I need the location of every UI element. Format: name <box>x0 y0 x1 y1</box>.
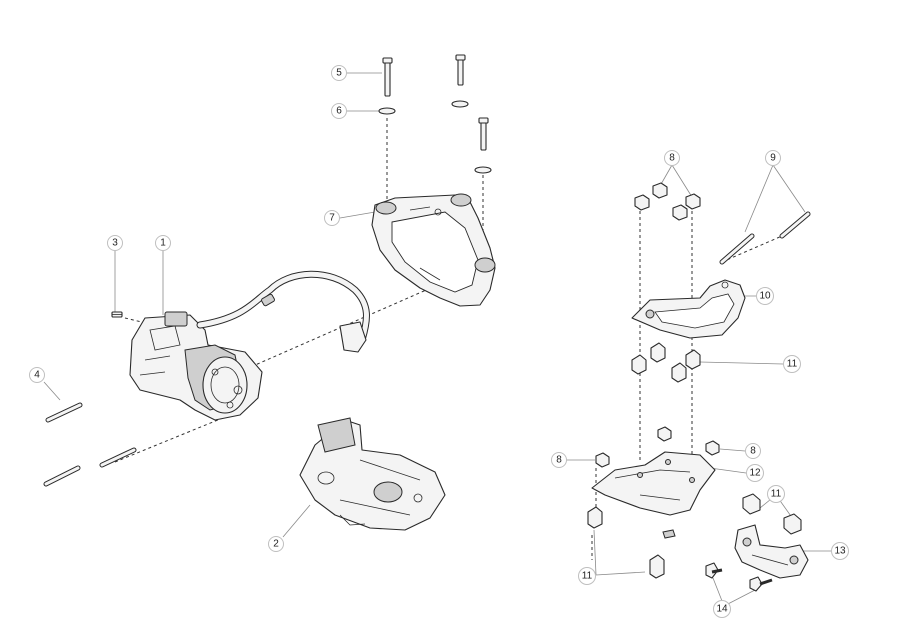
bolts-part-5 <box>382 54 489 151</box>
pins-part-9 <box>719 211 811 265</box>
callout-12: 12 <box>746 464 764 482</box>
callout-10: 10 <box>756 287 774 305</box>
nuts-part-8 <box>595 182 720 468</box>
bracket-part-10 <box>631 279 746 339</box>
callout-8-top: 8 <box>664 150 680 166</box>
callout-6: 6 <box>331 103 347 119</box>
callout-label: 9 <box>770 153 776 164</box>
callout-label: 10 <box>759 291 771 302</box>
screw-part-3 <box>111 311 123 318</box>
callout-8-left: 8 <box>551 452 567 468</box>
bracket-part-13 <box>734 524 809 579</box>
callout-2: 2 <box>268 536 284 552</box>
bolts-part-14 <box>705 562 773 592</box>
callout-label: 8 <box>750 446 756 457</box>
callout-9: 9 <box>765 150 781 166</box>
callout-7: 7 <box>324 210 340 226</box>
callout-label: 6 <box>336 106 342 117</box>
callout-label: 13 <box>834 546 846 557</box>
washers-part-6 <box>378 100 492 174</box>
callout-13: 13 <box>831 542 849 560</box>
callout-label: 8 <box>669 153 675 164</box>
callout-11-bottom: 11 <box>578 567 596 585</box>
bolts-part-4 <box>43 402 137 487</box>
callout-label: 2 <box>273 539 279 550</box>
callout-label: 11 <box>787 359 798 370</box>
callout-4: 4 <box>29 367 45 383</box>
bracket-part-7 <box>371 193 496 307</box>
refrigerant-hose <box>196 270 370 353</box>
callout-11-right: 11 <box>767 485 785 503</box>
callout-label: 4 <box>34 370 40 381</box>
housing-part-2 <box>299 417 446 531</box>
plate-part-12 <box>591 451 716 539</box>
callout-label: 3 <box>112 238 118 249</box>
callout-label: 11 <box>582 571 593 582</box>
callout-label: 12 <box>749 468 761 479</box>
callout-label: 5 <box>336 68 342 79</box>
compressor-part-1 <box>129 311 263 421</box>
callout-label: 14 <box>716 604 728 615</box>
callout-8-right: 8 <box>745 443 761 459</box>
callout-3: 3 <box>107 235 123 251</box>
leader-lines <box>43 72 831 607</box>
rubber-mounts-part-11 <box>587 342 802 579</box>
callout-label: 7 <box>329 213 335 224</box>
callout-label: 8 <box>556 455 562 466</box>
callout-11-mid: 11 <box>783 355 801 373</box>
callout-1: 1 <box>155 235 171 251</box>
callout-label: 1 <box>160 238 166 249</box>
callout-5: 5 <box>331 65 347 81</box>
callout-14: 14 <box>713 600 731 618</box>
callout-label: 11 <box>771 489 782 500</box>
